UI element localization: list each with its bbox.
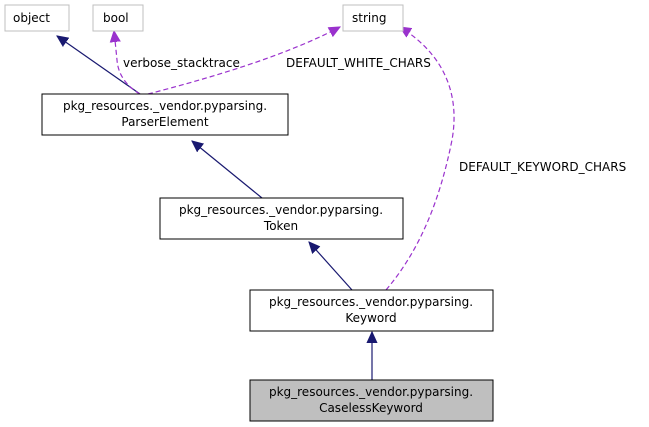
node-parser-element-line2: ParserElement <box>121 115 209 129</box>
edge-parserelement-to-object <box>57 36 141 95</box>
edge-parserelement-to-bool <box>114 31 141 95</box>
node-string-label: string <box>352 11 386 25</box>
node-keyword-line2: Keyword <box>345 311 396 325</box>
node-bool-label: bool <box>103 11 129 25</box>
node-bool[interactable]: bool <box>92 4 144 32</box>
node-caseless-keyword-line1: pkg_resources._vendor.pyparsing. <box>269 385 473 399</box>
edge-token-to-parserelement <box>192 141 263 199</box>
edge-label-default-keyword-chars: DEFAULT_KEYWORD_CHARS <box>459 160 626 174</box>
node-object-label: object <box>13 11 50 25</box>
node-keyword-line1: pkg_resources._vendor.pyparsing. <box>269 295 473 309</box>
node-keyword[interactable]: pkg_resources._vendor.pyparsing. Keyword <box>249 289 494 332</box>
node-caseless-keyword[interactable]: pkg_resources._vendor.pyparsing. Caseles… <box>249 379 494 422</box>
node-string[interactable]: string <box>342 4 404 32</box>
edge-keyword-to-string <box>385 27 455 291</box>
edge-keyword-to-token <box>309 242 353 291</box>
node-token-line1: pkg_resources._vendor.pyparsing. <box>179 203 383 217</box>
node-token-line2: Token <box>263 219 298 233</box>
node-parser-element[interactable]: pkg_resources._vendor.pyparsing. ParserE… <box>41 93 289 136</box>
node-object[interactable]: object <box>4 4 70 32</box>
edge-label-default-white-chars: DEFAULT_WHITE_CHARS <box>286 56 431 70</box>
node-caseless-keyword-line2: CaselessKeyword <box>319 401 423 415</box>
node-token[interactable]: pkg_resources._vendor.pyparsing. Token <box>159 197 404 240</box>
edge-parserelement-to-string <box>147 27 340 95</box>
edge-label-verbose-stacktrace: verbose_stacktrace <box>123 56 240 70</box>
node-parser-element-line1: pkg_resources._vendor.pyparsing. <box>63 99 267 113</box>
